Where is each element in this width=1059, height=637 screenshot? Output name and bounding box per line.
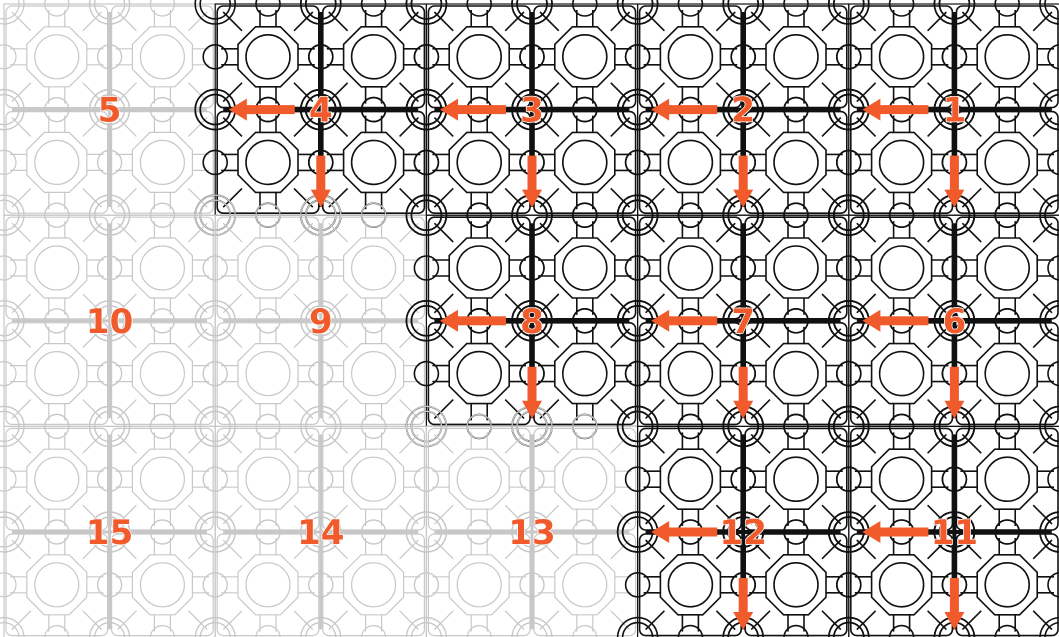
tile-number-label: 5 bbox=[98, 91, 122, 131]
arrow-down-icon bbox=[944, 578, 964, 630]
tile-number-label: 3 bbox=[520, 91, 544, 131]
tile-number-label: 7 bbox=[731, 302, 755, 342]
arrow-left-icon bbox=[862, 521, 928, 543]
tile-number-label: 12 bbox=[720, 513, 767, 553]
arrow-down-icon bbox=[522, 156, 542, 208]
arrow-left-icon bbox=[862, 99, 928, 121]
tile-number-label: 6 bbox=[943, 302, 967, 342]
arrow-down-icon bbox=[522, 367, 542, 419]
arrow-down-icon bbox=[733, 578, 753, 630]
tile-number-label: 8 bbox=[520, 302, 544, 342]
tile-number-label: 2 bbox=[731, 91, 755, 131]
tile-number-label: 15 bbox=[86, 513, 133, 553]
tile-number-label: 11 bbox=[931, 513, 978, 553]
tile-number-label: 4 bbox=[309, 91, 333, 131]
arrow-left-icon bbox=[651, 99, 717, 121]
arrow-left-icon bbox=[651, 521, 717, 543]
tile-number-label: 14 bbox=[297, 513, 344, 553]
arrow-left-icon bbox=[440, 99, 506, 121]
arrow-down-icon bbox=[944, 156, 964, 208]
arrow-left-icon bbox=[440, 310, 506, 332]
arrow-left-icon bbox=[651, 310, 717, 332]
tile-number-label: 1 bbox=[943, 91, 967, 131]
arrow-left-icon bbox=[229, 99, 295, 121]
arrow-down-icon bbox=[311, 156, 331, 208]
arrow-left-icon bbox=[862, 310, 928, 332]
arrow-down-icon bbox=[733, 156, 753, 208]
arrow-down-icon bbox=[944, 367, 964, 419]
tile-number-label: 9 bbox=[309, 302, 333, 342]
arrow-down-icon bbox=[733, 367, 753, 419]
tile-number-label: 13 bbox=[508, 513, 555, 553]
tile-number-label: 10 bbox=[86, 302, 133, 342]
